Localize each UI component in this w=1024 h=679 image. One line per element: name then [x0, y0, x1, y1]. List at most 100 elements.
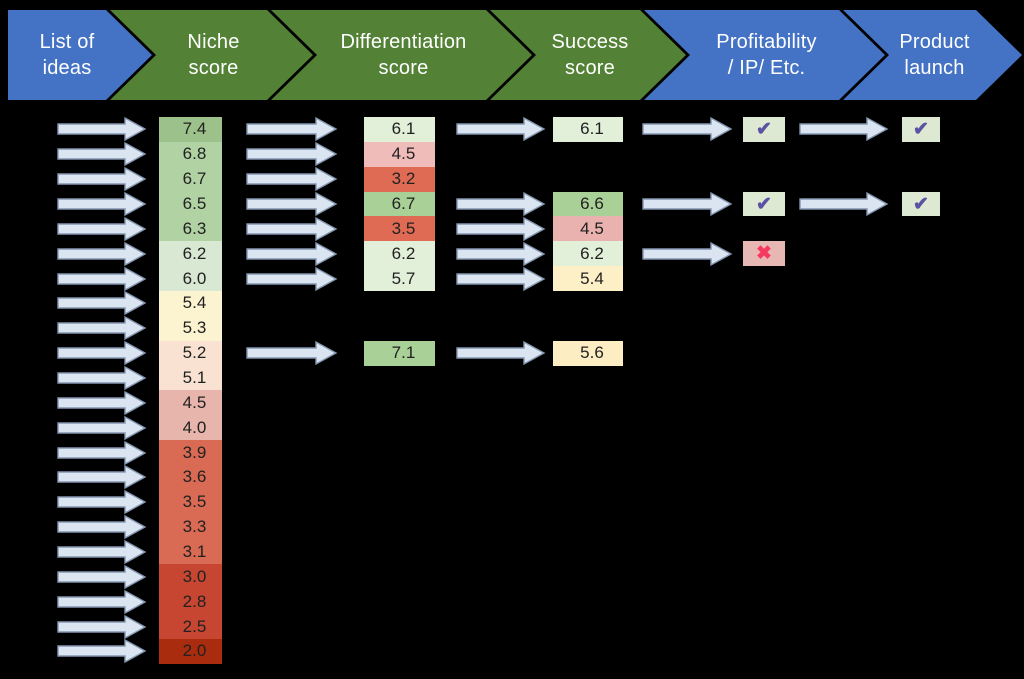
flow-arrow-icon — [57, 539, 147, 570]
score-value: 6.2 — [580, 243, 604, 263]
flow-arrow-icon — [246, 266, 338, 297]
flow-arrow-icon — [57, 390, 147, 421]
score-value: 6.1 — [391, 119, 416, 139]
niche-score-cell: 2.8 — [159, 589, 222, 615]
flow-arrow-icon — [456, 216, 546, 247]
flow-arrow-icon — [246, 191, 338, 222]
score-value: 3.3 — [182, 517, 207, 537]
niche-score-cell: 3.5 — [159, 489, 222, 515]
success-score-cell: 4.5 — [553, 216, 623, 242]
differentiation-score-cell: 5.7 — [364, 266, 435, 292]
flow-arrow-icon — [799, 116, 889, 147]
success-score-cell: 6.1 — [553, 117, 623, 142]
stage-label: Product launch — [899, 31, 970, 79]
differentiation-score-cell: 3.5 — [364, 216, 435, 242]
flow-arrow-icon — [57, 489, 147, 520]
flow-arrow-icon — [57, 564, 147, 595]
stage-label: Profitability / IP/ Etc. — [716, 31, 817, 79]
flow-arrow-icon — [57, 266, 147, 297]
niche-score-cell: 2.5 — [159, 614, 222, 640]
flow-arrow-icon — [642, 116, 733, 147]
flow-arrow-icon — [57, 340, 147, 371]
flow-arrow-icon — [246, 216, 338, 247]
flow-arrow-icon — [57, 514, 147, 545]
flow-arrow-icon — [456, 241, 546, 272]
differentiation-score-cell: 6.1 — [364, 117, 435, 142]
stage-label: Niche score — [187, 31, 240, 79]
score-value: 7.4 — [182, 119, 207, 139]
score-value: 3.5 — [391, 218, 416, 238]
score-value: 6.6 — [580, 194, 604, 213]
score-value: 6.0 — [182, 268, 207, 288]
score-value: 2.0 — [182, 641, 207, 661]
flow-arrow-icon — [57, 589, 147, 620]
score-value: 5.3 — [182, 318, 207, 338]
flow-arrow-icon — [57, 638, 147, 669]
product-launch-cell: ✔ — [902, 117, 940, 142]
score-value: 4.0 — [182, 417, 207, 437]
profitability-cell: ✔ — [743, 191, 785, 217]
differentiation-score-cell: 6.7 — [364, 191, 435, 217]
flow-arrow-icon — [456, 266, 546, 297]
niche-score-cell: 4.0 — [159, 415, 222, 441]
score-value: 7.1 — [391, 343, 416, 363]
score-value: 6.2 — [391, 243, 416, 263]
score-value: 6.7 — [391, 194, 416, 213]
niche-score-cell: 6.0 — [159, 266, 222, 292]
flow-arrow-icon — [57, 241, 147, 272]
niche-score-cell: 6.2 — [159, 241, 222, 267]
flow-arrow-icon — [642, 241, 733, 272]
flow-arrow-icon — [57, 166, 147, 197]
check-icon: ✔ — [756, 193, 772, 215]
score-value: 5.7 — [391, 268, 416, 288]
flow-arrow-icon — [57, 315, 147, 346]
differentiation-score-cell: 4.5 — [364, 141, 435, 167]
niche-score-cell: 5.1 — [159, 365, 222, 391]
score-value: 5.6 — [580, 343, 604, 363]
flow-arrow-icon — [246, 241, 338, 272]
differentiation-score-cell: 3.2 — [364, 166, 435, 192]
flow-arrow-icon — [456, 340, 546, 371]
profitability-cell: ✔ — [743, 117, 785, 142]
niche-score-cell: 5.3 — [159, 315, 222, 341]
niche-score-cell: 6.3 — [159, 216, 222, 242]
stage-label: Success score — [551, 31, 629, 79]
niche-score-cell: 4.5 — [159, 390, 222, 416]
score-value: 3.2 — [391, 169, 416, 189]
profitability-cell: ✖ — [743, 241, 785, 267]
score-value: 3.6 — [182, 467, 207, 487]
score-value: 6.2 — [182, 243, 207, 263]
score-value: 5.2 — [182, 343, 207, 363]
score-value: 6.7 — [182, 169, 207, 189]
flow-arrow-icon — [456, 191, 546, 222]
niche-score-cell: 5.4 — [159, 291, 222, 316]
flow-arrow-icon — [57, 116, 147, 147]
stage-label: Differentiation score — [340, 31, 467, 79]
flow-arrow-icon — [246, 116, 338, 147]
flow-arrow-icon — [642, 191, 733, 222]
check-icon: ✔ — [756, 118, 772, 140]
flow-arrow-icon — [57, 464, 147, 495]
cross-icon: ✖ — [756, 243, 772, 265]
score-value: 4.5 — [580, 218, 604, 238]
flow-arrow-icon — [57, 141, 147, 172]
check-icon: ✔ — [913, 193, 929, 215]
flow-arrow-icon — [57, 614, 147, 645]
niche-score-cell: 3.1 — [159, 539, 222, 565]
niche-score-cell: 6.5 — [159, 191, 222, 217]
success-score-cell: 6.2 — [553, 241, 623, 267]
score-value: 3.9 — [182, 442, 207, 462]
niche-score-cell: 3.6 — [159, 465, 222, 490]
flow-arrow-icon — [57, 191, 147, 222]
score-value: 6.5 — [182, 194, 207, 213]
score-value: 3.0 — [182, 566, 207, 586]
score-value: 6.3 — [182, 218, 207, 238]
flow-arrow-icon — [246, 141, 338, 172]
score-value: 5.4 — [580, 268, 604, 288]
success-score-cell: 6.6 — [553, 191, 623, 217]
flow-arrow-icon — [57, 415, 147, 446]
flow-arrow-icon — [246, 340, 338, 371]
score-value: 4.5 — [391, 144, 416, 164]
niche-score-cell: 6.8 — [159, 141, 222, 167]
